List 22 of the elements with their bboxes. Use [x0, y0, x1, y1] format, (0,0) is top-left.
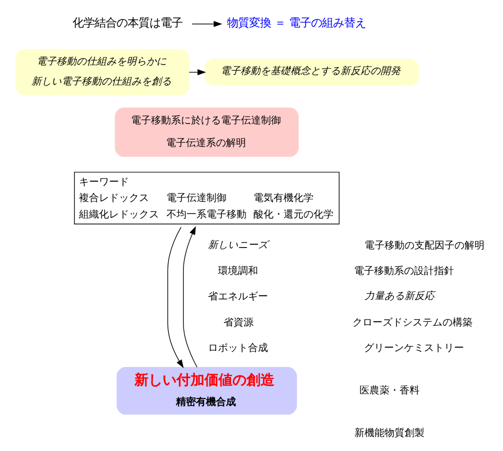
- label: 省エネルギー: [208, 292, 268, 303]
- label: グリーンケミストリー: [364, 342, 464, 354]
- label: 新機能物質創製: [354, 428, 424, 440]
- node-box: 電子移動を基礎概念とする新反応の開発: [204, 58, 420, 86]
- node-box: 電子移動系に於ける電子伝達制御 電子伝達系の解明: [114, 107, 299, 157]
- node-box: 新しい付加価値の創造 精密有機合成: [116, 367, 297, 415]
- label: 医農薬・香料: [359, 385, 420, 396]
- node-box: 電子移動の仕組みを明らかに 新しい電子移動の仕組みを創る: [15, 49, 190, 96]
- label: 新しいニーズ: [208, 240, 268, 251]
- label: クローズドシステムの構築: [352, 317, 472, 328]
- node-text: 物質変換 ＝ 電子の組み替え: [227, 16, 366, 30]
- arrow: [192, 21, 222, 27]
- label: 省資源: [223, 317, 254, 328]
- node-box: キーワード 複合レドックス 電子伝達制御 電気有機化学 組織化レドックス 不均一系電子移動 酸化・還元の化学: [74, 172, 340, 224]
- arrow: [183, 226, 198, 368]
- label: ロボット合成: [208, 342, 268, 354]
- node-text: 化学結合の本質は電子: [72, 16, 183, 30]
- label: 力量ある新反応: [364, 291, 434, 302]
- label: 電子移動の支配因子の解明: [364, 240, 484, 252]
- arrow: [167, 226, 184, 368]
- label: 環境調和: [218, 266, 258, 278]
- label: 電子移動系の設計指針: [354, 266, 454, 278]
